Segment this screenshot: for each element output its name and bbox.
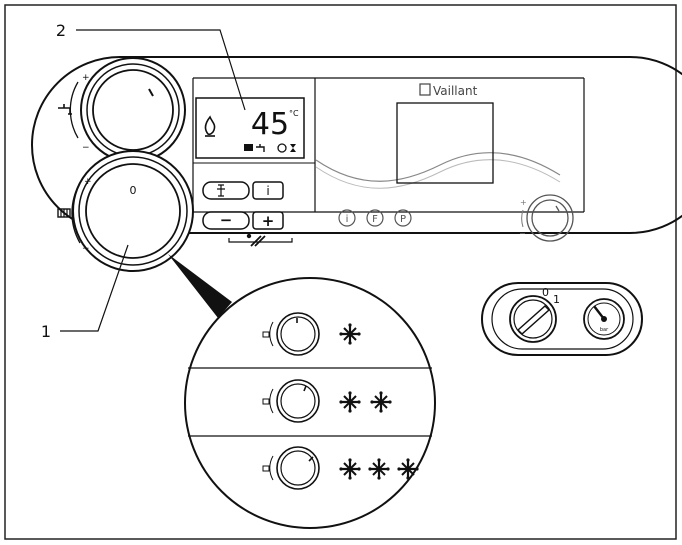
display: 45 °C [195, 97, 305, 159]
frost-level-3 [262, 446, 420, 490]
hot-water-knob[interactable] [80, 57, 186, 163]
button-group: i − + [202, 181, 293, 247]
svg-text:+: + [84, 177, 92, 187]
info-button-label: i [266, 184, 269, 198]
radiator-icon [57, 208, 71, 218]
svg-text:−: − [82, 244, 90, 254]
display-temperature: 45 [251, 107, 289, 142]
chimney-sweep-button[interactable] [202, 181, 250, 200]
callout-2: 2 [56, 21, 246, 111]
callout-number: 1 [41, 322, 51, 341]
frost-level-1 [262, 312, 362, 356]
minus-button[interactable] [202, 211, 250, 230]
svg-text:+: + [520, 198, 527, 207]
plus-button-label: + [262, 212, 275, 230]
tap-icon [58, 104, 72, 115]
zoom-wedge [168, 254, 232, 318]
callout-1: 1 [41, 244, 129, 341]
display-unit: °C [289, 109, 299, 118]
heating-knob[interactable]: 0 [72, 150, 194, 272]
minus-button-label: − [220, 211, 233, 229]
info-button[interactable] [252, 181, 284, 200]
fault-service-label: F [372, 214, 378, 225]
display-clock-icon [277, 143, 287, 153]
frost-level-2 [262, 379, 393, 423]
chimney-sweep-combo-icon [246, 233, 266, 247]
callout-number: 2 [56, 21, 66, 40]
central-screen [396, 102, 494, 184]
display-radiator-icon [244, 144, 253, 151]
pressure-gauge: bar [583, 298, 625, 340]
svg-text:+: + [82, 73, 90, 83]
display-hourglass-icon [290, 144, 296, 152]
chimney-sweep-icon [217, 184, 225, 197]
plus-button[interactable] [252, 211, 284, 230]
program-service-label: P [400, 214, 406, 225]
display-tap-icon [256, 144, 265, 152]
program-service-button[interactable] [394, 209, 412, 227]
switch-off-label: 0 [542, 286, 549, 299]
selector-knob[interactable]: + − [519, 194, 574, 242]
brand-name: Vaillant [433, 84, 478, 98]
brand-logo-icon [419, 83, 431, 96]
flame-icon [204, 115, 216, 137]
info-service-button[interactable] [338, 209, 356, 227]
switch-gauge-housing [481, 282, 643, 356]
svg-text:−: − [82, 143, 90, 153]
service-buttons: i F P [338, 209, 412, 227]
panel-wave [315, 152, 561, 182]
panel-body [31, 56, 682, 234]
switch-on-label: 1 [553, 293, 560, 306]
info-service-label: i [346, 214, 349, 225]
fault-service-button[interactable] [366, 209, 384, 227]
gauge-unit: bar [600, 327, 609, 333]
svg-text:−: − [519, 229, 526, 238]
main-switch[interactable] [509, 295, 557, 343]
heating-knob-mark: 0 [130, 184, 137, 197]
